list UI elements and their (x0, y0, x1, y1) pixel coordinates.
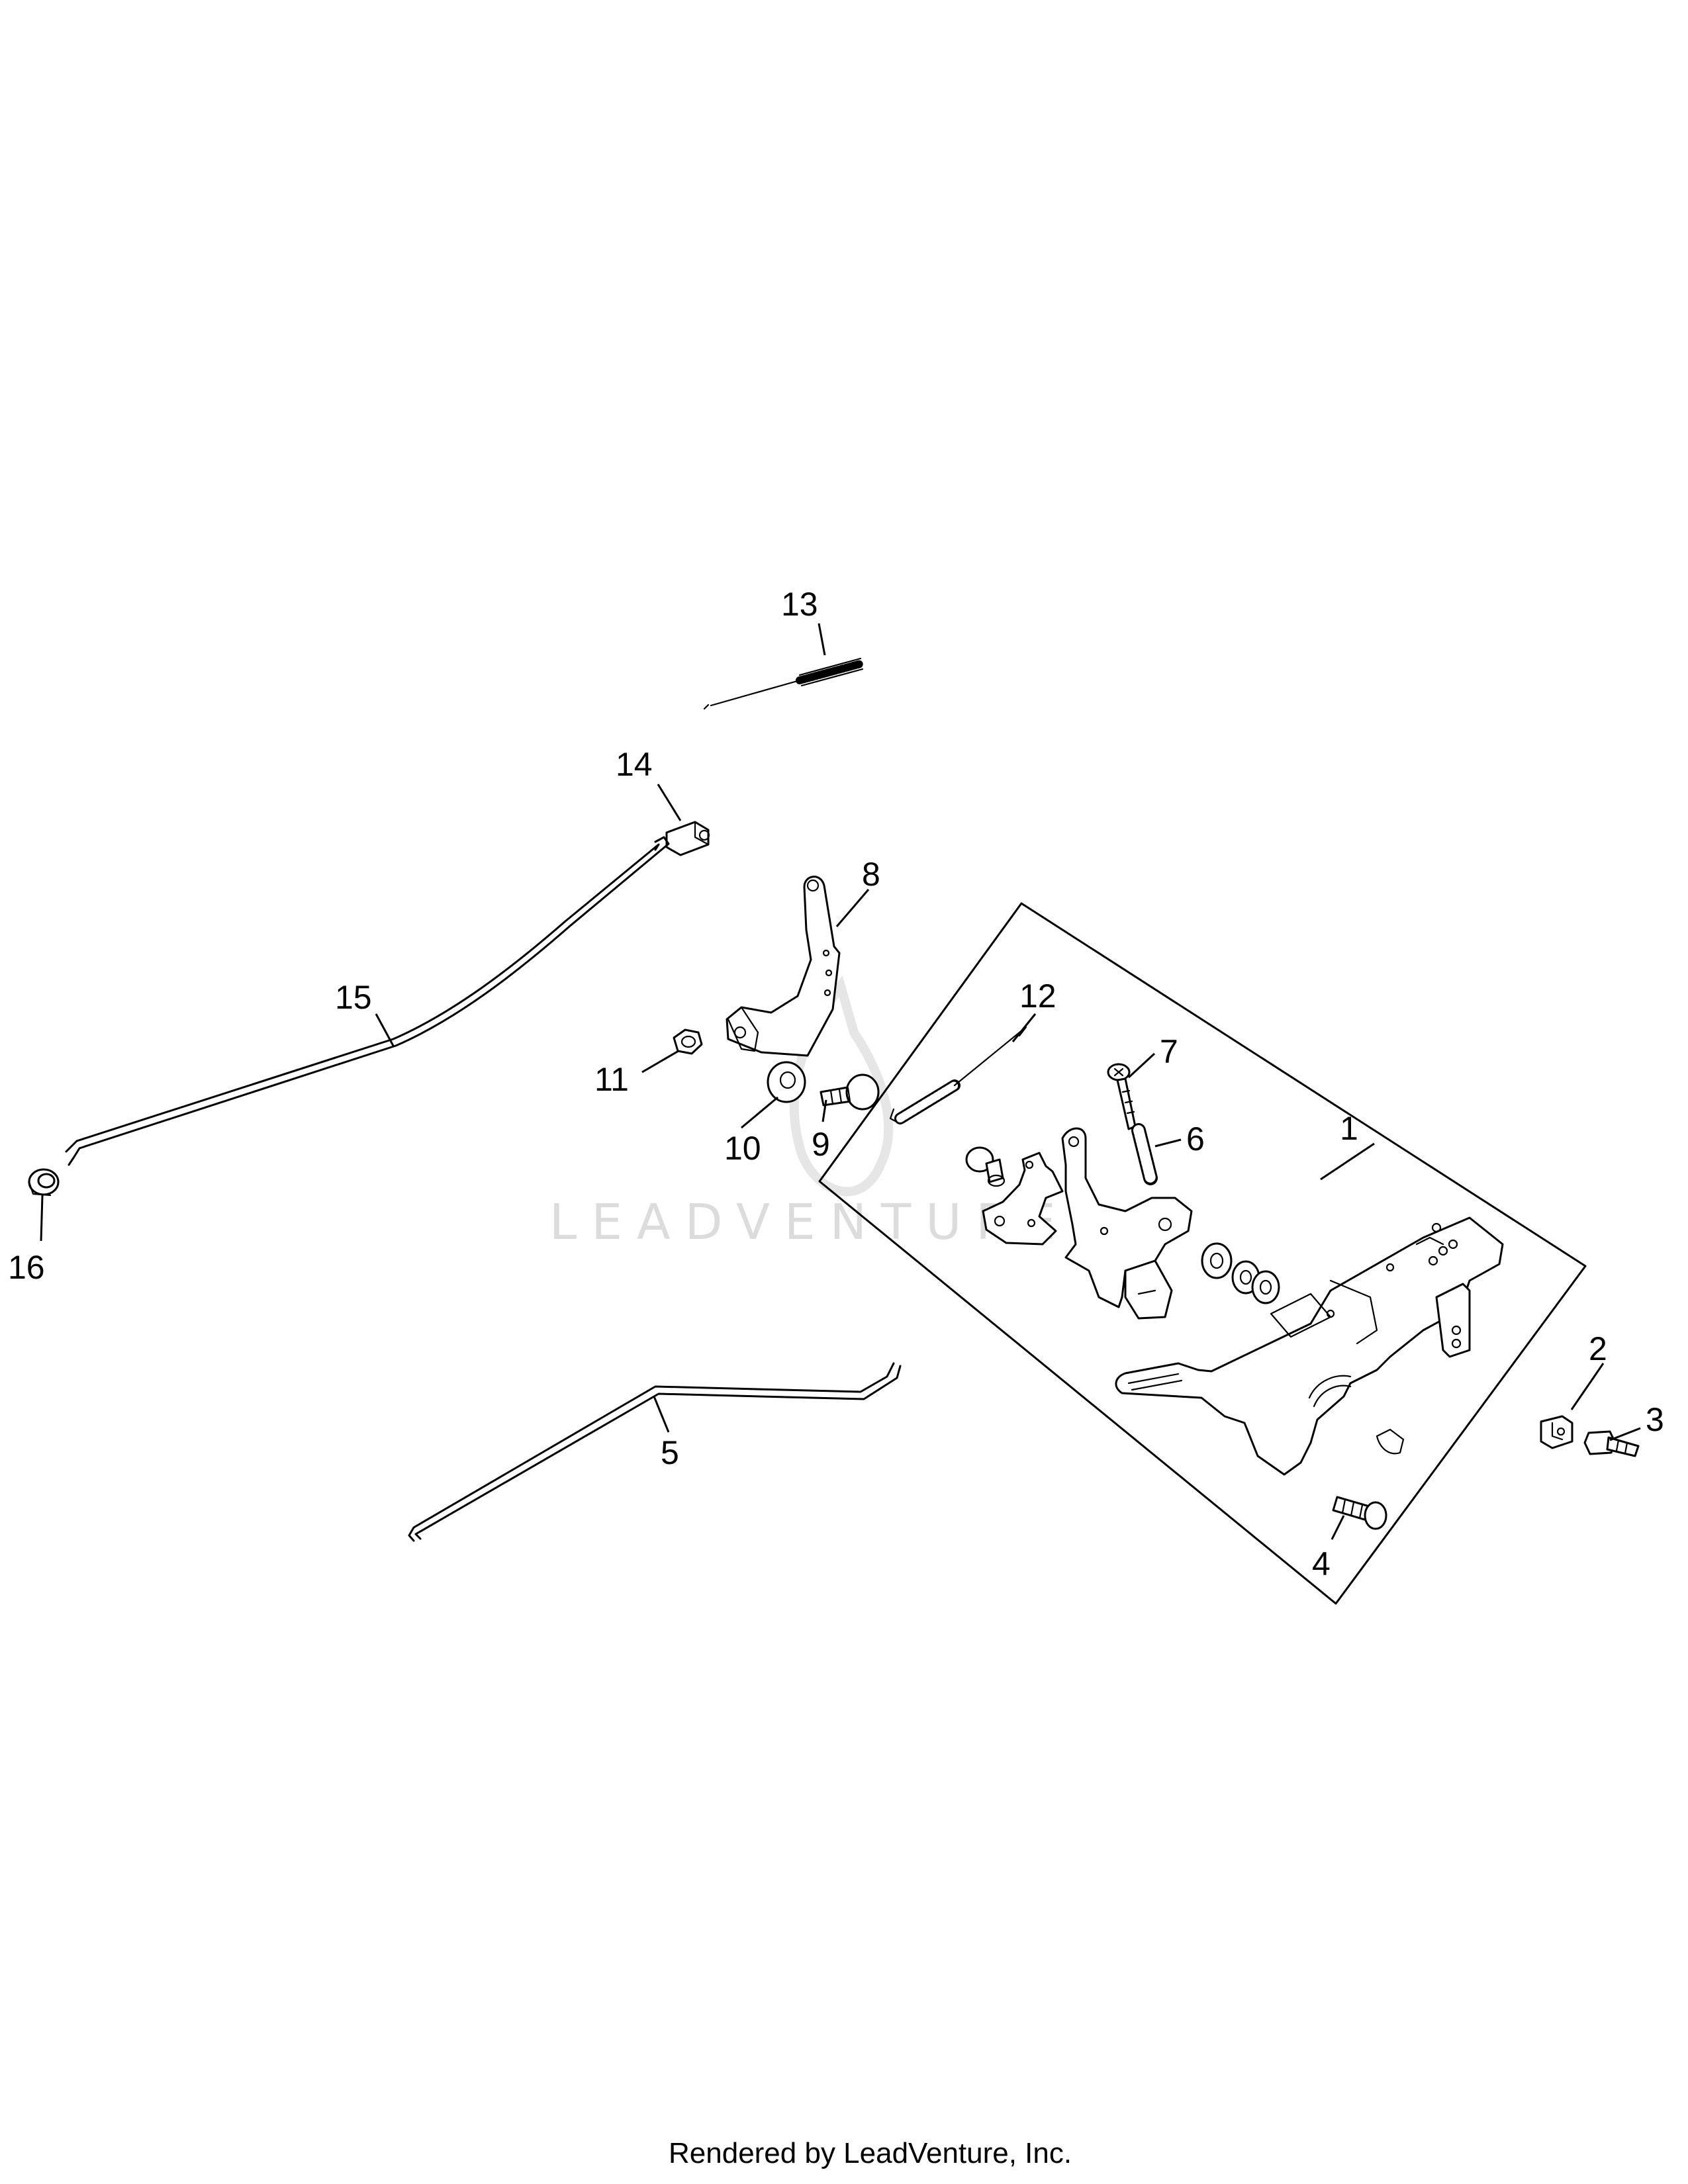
callout-8: 8 (862, 856, 880, 893)
part-16-grommet (28, 1168, 60, 1197)
part-1-assembly-components (965, 1127, 1504, 1476)
callout-9: 9 (812, 1126, 830, 1163)
part-9-bolt (820, 1073, 880, 1111)
part-8-lever (726, 876, 841, 1057)
part-5-rod (408, 1362, 902, 1542)
footer-credit: Rendered by LeadVenture, Inc. (669, 2137, 1072, 2169)
callout-10: 10 (724, 1130, 761, 1167)
callout-7: 7 (1160, 1033, 1178, 1070)
callout-4: 4 (1312, 1545, 1331, 1582)
callout-2: 2 (1589, 1330, 1607, 1367)
callout-3: 3 (1646, 1401, 1664, 1438)
part-10-washer (767, 1061, 806, 1103)
part-15-rod (65, 836, 670, 1166)
assembly-box (818, 902, 1587, 1605)
part-13-spring (703, 657, 865, 710)
callout-12: 12 (1019, 978, 1056, 1015)
callout-labels: 1 2 3 4 5 6 7 8 9 10 11 12 13 14 15 16 (8, 586, 1664, 1582)
callout-13: 13 (781, 586, 818, 623)
part-2-clamp (1540, 1415, 1573, 1449)
callout-6: 6 (1186, 1120, 1205, 1158)
callout-16: 16 (8, 1249, 45, 1286)
part-6-spring (1131, 1123, 1158, 1185)
leader-lines (40, 623, 1641, 1540)
callout-1: 1 (1340, 1110, 1358, 1147)
part-11-nut (673, 1028, 703, 1055)
watermark-text: LEADVENTURE (549, 1194, 1070, 1251)
callout-5: 5 (661, 1434, 679, 1471)
part-7-screw (1107, 1063, 1137, 1130)
callout-14: 14 (616, 746, 653, 783)
part-3-screw (1583, 1430, 1640, 1457)
part-14-clip (665, 821, 710, 856)
callout-15: 15 (335, 979, 372, 1016)
callout-11: 11 (594, 1061, 629, 1098)
part-12-spring (889, 1026, 1027, 1125)
part-4-screw (1332, 1496, 1387, 1530)
